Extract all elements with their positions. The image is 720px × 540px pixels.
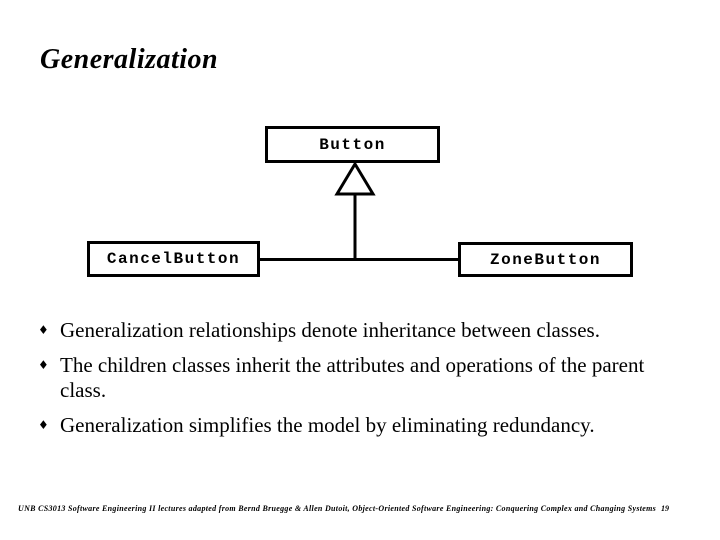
slide-title: Generalization [40, 43, 219, 75]
uml-class-cancelbutton: CancelButton [87, 241, 260, 277]
bullet-text: The children classes inherit the attribu… [60, 353, 645, 402]
uml-class-label: Button [319, 135, 386, 154]
uml-class-button: Button [265, 126, 440, 163]
hollow-triangle-arrowhead-icon [334, 161, 376, 196]
bullet-text: Generalization simplifies the model by e… [60, 413, 595, 437]
bullet-list: ♦ Generalization relationships denote in… [38, 318, 698, 448]
uml-class-zonebutton: ZoneButton [458, 242, 633, 277]
page-number: 19 [661, 504, 669, 513]
uml-class-label: CancelButton [106, 250, 241, 268]
diamond-bullet-icon: ♦ [38, 418, 49, 432]
uml-class-label: ZoneButton [489, 250, 601, 269]
bullet-item: ♦ Generalization simplifies the model by… [38, 413, 698, 438]
bullet-item: ♦ Generalization relationships denote in… [38, 318, 698, 343]
bullet-text: Generalization relationships denote inhe… [60, 318, 600, 342]
diamond-bullet-icon: ♦ [38, 323, 49, 337]
footer-citation: UNB CS3013 Software Engineering II lectu… [18, 504, 657, 513]
bullet-item: ♦ The children classes inherit the attri… [38, 353, 698, 403]
diamond-bullet-icon: ♦ [38, 358, 49, 372]
